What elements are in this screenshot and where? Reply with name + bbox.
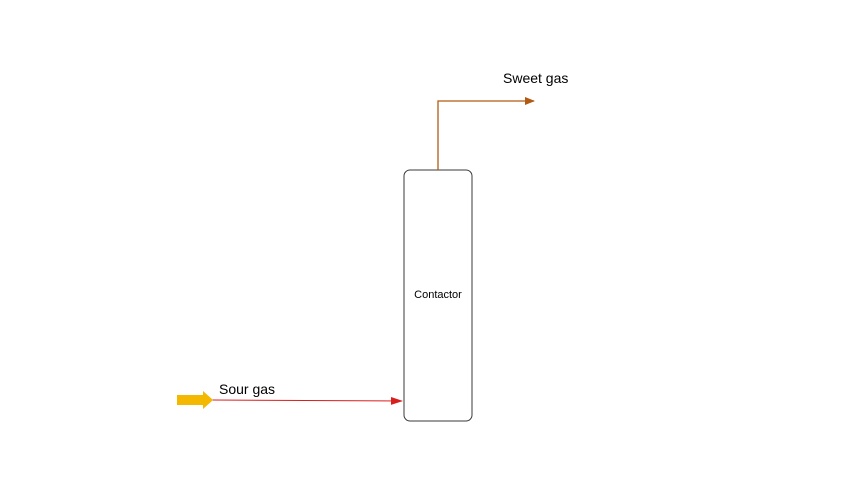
sour-gas-inlet-arrow-icon [177, 391, 213, 409]
sweet-gas-stream-line [437, 97, 535, 170]
sour-gas-stream-line [211, 396, 403, 405]
sweet-gas-label: Sweet gas [503, 70, 569, 86]
contactor-label: Contactor [414, 289, 462, 301]
sour-gas-label: Sour gas [219, 381, 276, 397]
